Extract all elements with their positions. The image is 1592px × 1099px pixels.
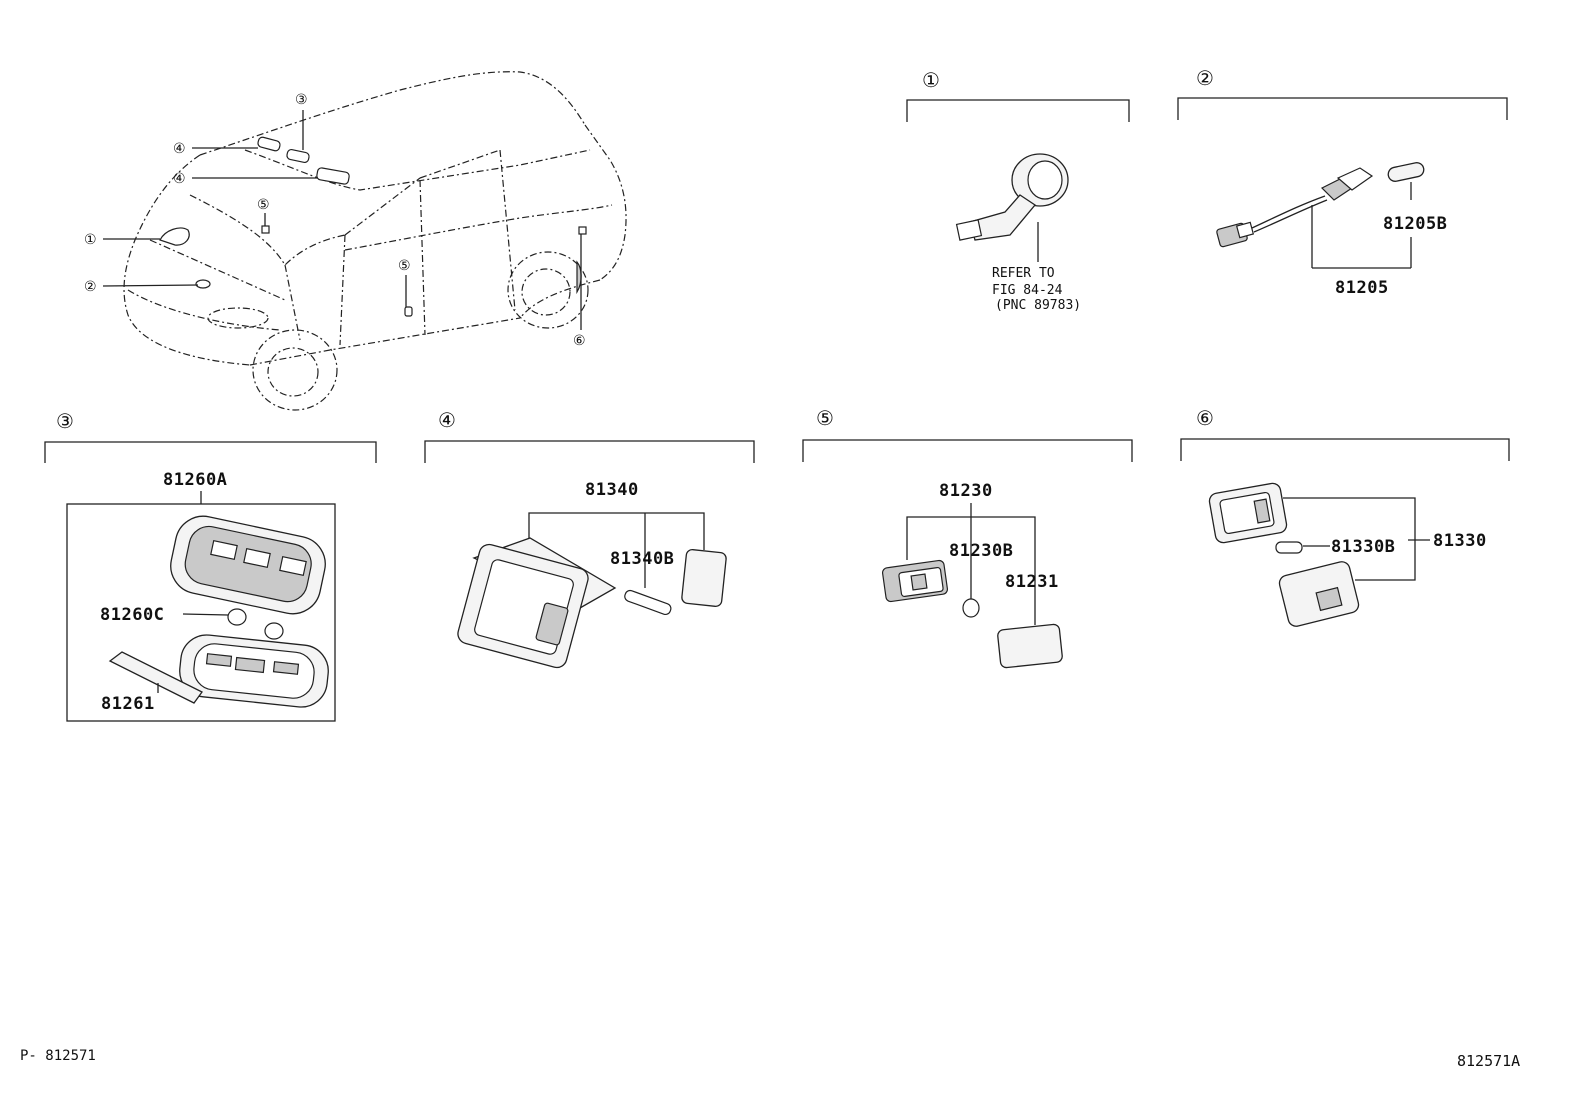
- part-81261: 81261: [101, 694, 155, 714]
- section-1: ① REFER TO FIG 84-24 (PNC 89783): [906, 68, 1130, 313]
- part-81260A: 81260A: [163, 470, 227, 490]
- section-1-marker: ①: [922, 68, 940, 92]
- section-3-frame: [66, 503, 336, 722]
- courtesy-lamp-5-bulb: [962, 598, 980, 618]
- section-5: ⑤ 81230 81230B 81231: [802, 406, 1133, 669]
- section-1-note-line-1: REFER TO: [992, 266, 1055, 281]
- interior-lamp-4-lens: [681, 549, 727, 607]
- map-lamp-trim: [108, 651, 203, 704]
- vehicle-overview: [102, 71, 627, 411]
- part-81340B: 81340B: [610, 549, 674, 569]
- vehicle-callout-5b: ⑤: [398, 258, 411, 274]
- courtesy-lamp-5-lens: [997, 623, 1063, 669]
- section-4: ④ 81340 81340B: [424, 408, 755, 669]
- vehicle-callout-3: ③: [295, 92, 308, 108]
- section-6-bracket: [1180, 438, 1510, 461]
- vehicle-callout-1: ①: [84, 232, 97, 248]
- map-lamp-bulbs: [227, 608, 284, 640]
- part-81340: 81340: [585, 480, 639, 500]
- part-81230B: 81230B: [949, 541, 1013, 561]
- vehicle-callout-6: ⑥: [573, 333, 586, 349]
- part-81231: 81231: [1005, 572, 1059, 592]
- lamp-assembly-1: [955, 153, 1069, 241]
- part-81330B: 81330B: [1331, 537, 1395, 557]
- section-5-bracket: [802, 439, 1133, 462]
- footer-left-code: P- 812571: [20, 1048, 96, 1064]
- part-81205B: 81205B: [1383, 214, 1447, 234]
- courtesy-lamp-5: [881, 559, 949, 603]
- part-81205: 81205: [1335, 278, 1389, 298]
- part-81260C: 81260C: [100, 605, 164, 625]
- vehicle-callout-4a: ④: [173, 141, 186, 157]
- interior-lamp-4-bulb: [624, 589, 672, 616]
- footer-right-code: 812571A: [1457, 1052, 1520, 1070]
- vehicle-callout-2: ②: [84, 279, 97, 295]
- section-1-bracket: [906, 99, 1130, 122]
- step-lamp-frame: [1208, 482, 1288, 544]
- section-2: ② 81205B 81205: [1177, 66, 1508, 298]
- vehicle-callout-5a: ⑤: [257, 197, 270, 213]
- section-6: ⑥ 81330B 81330: [1180, 406, 1510, 627]
- section-5-marker: ⑤: [816, 406, 834, 430]
- step-lamp-bulb: [1275, 541, 1303, 554]
- part-81230: 81230: [939, 481, 993, 501]
- vehicle-callout-4b: ④: [173, 171, 186, 187]
- section-2-marker: ②: [1196, 66, 1214, 90]
- map-lamp-housing: [170, 515, 326, 615]
- section-4-bracket: [424, 440, 755, 463]
- step-lamp-housing: [1278, 561, 1360, 627]
- courtesy-lamp-wire: [1216, 162, 1425, 248]
- map-lamp-lens: [179, 634, 329, 708]
- section-6-marker: ⑥: [1196, 406, 1214, 430]
- vehicle-callouts: ① ② ③ ④ ④ ⑤ ⑤ ⑥: [84, 92, 586, 349]
- section-3: ③ 81260A 81260C 81261: [44, 409, 377, 722]
- section-2-bracket: [1177, 97, 1508, 120]
- interior-lamp-4: [457, 537, 617, 669]
- section-4-marker: ④: [438, 408, 456, 432]
- section-3-marker: ③: [56, 409, 74, 433]
- section-1-note-line-3: (PNC 89783): [995, 298, 1081, 313]
- section-3-bracket: [44, 441, 377, 463]
- section-1-note-line-2: FIG 84-24: [992, 283, 1063, 298]
- part-81330: 81330: [1433, 531, 1487, 551]
